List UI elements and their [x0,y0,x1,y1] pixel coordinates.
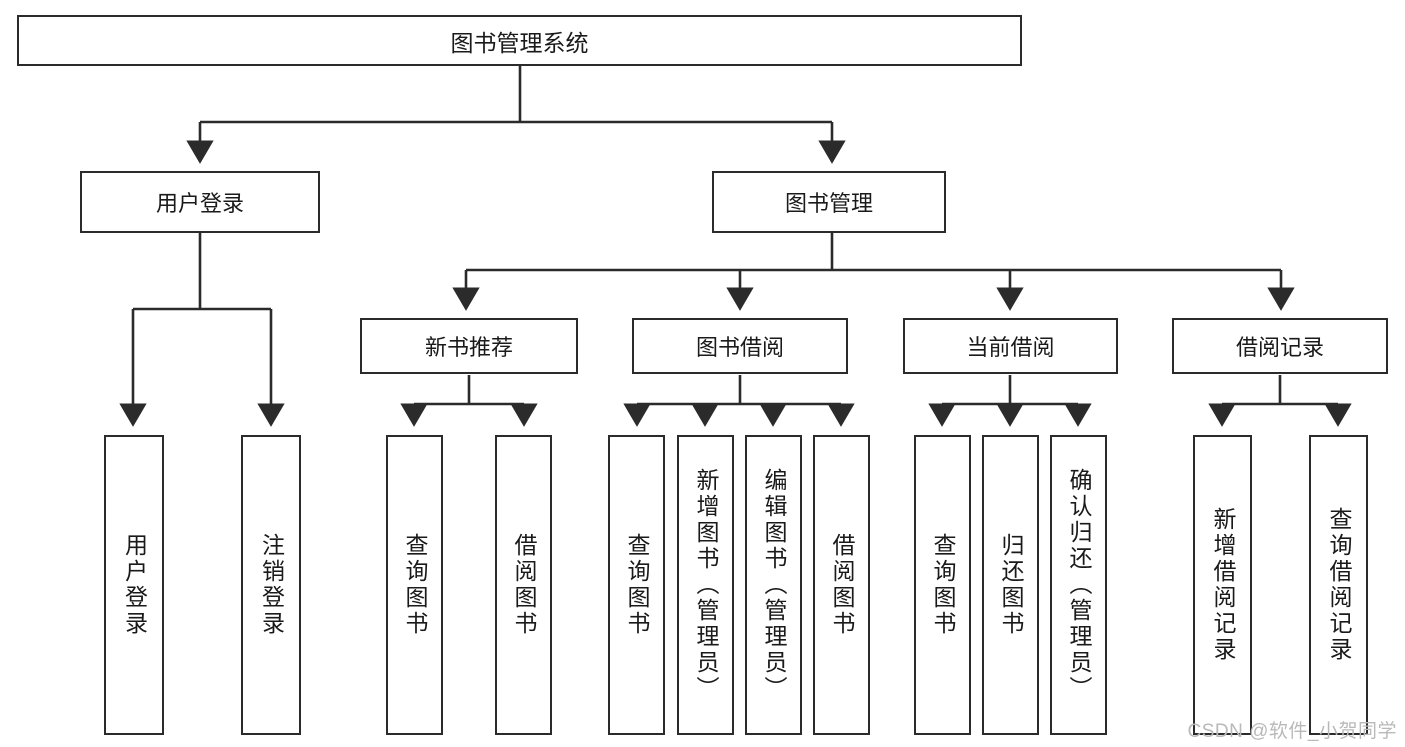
node-root-book-management-system[interactable]: 图书管理系统 [17,15,1022,66]
leaf-query-book-1[interactable]: 查询图书 [386,435,443,735]
leaf-user-login[interactable]: 用户登录 [104,435,164,735]
node-label: 查询借阅记录 [1326,507,1352,663]
node-label: 确认归还（管理员） [1066,468,1092,702]
leaf-query-book-3[interactable]: 查询图书 [914,435,971,735]
node-label: 新书推荐 [424,335,513,360]
leaf-add-borrow-record[interactable]: 新增借阅记录 [1193,435,1252,735]
node-label: 编辑图书（管理员） [761,468,787,702]
node-label: 注销登录 [258,533,285,637]
node-label: 借阅图书 [511,533,537,637]
node-label: 图书管理 [784,191,873,216]
node-label: 查询图书 [624,533,650,637]
leaf-query-book-2[interactable]: 查询图书 [608,435,665,735]
node-label: 借阅图书 [829,533,855,637]
leaf-logout-login[interactable]: 注销登录 [241,435,301,735]
node-label: 当前借阅 [966,335,1055,360]
node-label: 查询图书 [930,533,956,637]
node-new-book-recommend[interactable]: 新书推荐 [360,318,578,374]
node-label: 新增借阅记录 [1210,507,1236,663]
leaf-edit-book-admin[interactable]: 编辑图书（管理员） [745,435,802,735]
node-current-borrow[interactable]: 当前借阅 [903,318,1118,374]
leaf-borrow-book-2[interactable]: 借阅图书 [813,435,870,735]
node-label: 查询图书 [402,533,428,637]
node-label: 图书借阅 [695,335,784,360]
leaf-return-book[interactable]: 归还图书 [982,435,1039,735]
node-borrow-record[interactable]: 借阅记录 [1172,318,1388,374]
node-label: 新增图书（管理员） [693,468,719,702]
node-book-borrow[interactable]: 图书借阅 [632,318,848,374]
leaf-confirm-return-admin[interactable]: 确认归还（管理员） [1050,435,1107,735]
node-book-management[interactable]: 图书管理 [712,171,946,233]
csdn-watermark: CSDN @软件_小贺同学 [1187,721,1397,742]
node-label: 归还图书 [998,533,1024,637]
leaf-query-borrow-record[interactable]: 查询借阅记录 [1309,435,1368,735]
node-user-login[interactable]: 用户登录 [80,171,320,233]
node-label: 用户登录 [155,191,244,216]
leaf-add-book-admin[interactable]: 新增图书（管理员） [677,435,734,735]
node-label: 用户登录 [121,533,148,637]
node-label: 图书管理系统 [450,29,589,56]
leaf-borrow-book-1[interactable]: 借阅图书 [495,435,552,735]
node-label: 借阅记录 [1235,335,1324,360]
